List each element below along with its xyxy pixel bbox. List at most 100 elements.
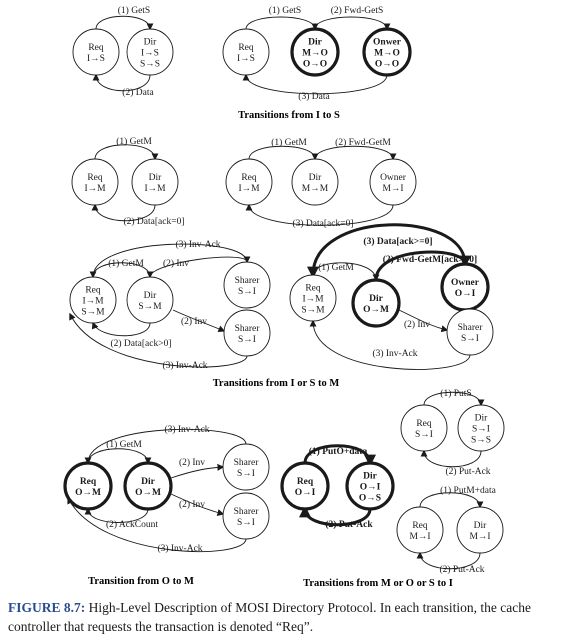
edge-inv-ack-label: (3) Inv-Ack [372,348,417,359]
edge-gets-label: (1) GetS [118,5,150,16]
node-req-circle [400,404,448,452]
node-dir-line-0: Dir [149,173,163,183]
edge-inv-label: (2) Inv [404,319,430,330]
edge-data-label: (2) Data [122,87,154,98]
node-req-line-0: Req [305,284,321,294]
node-sharer1-circle [223,261,271,309]
edge-puts-label: (1) PutS [440,388,471,399]
edge-fwd-getm-arrow [314,145,397,161]
node-dir-circle [457,404,505,452]
edge-getm-label: (1) GetM [318,262,354,273]
edge-puto-label: (1) PutO+data [309,446,368,457]
node-dir-line-0: Dir [144,38,158,48]
node-dir-line-1: O→M [363,305,389,315]
edge-getm-arrow [87,448,152,465]
node-owner-line-0: Onwer [373,38,402,48]
node-req-line-0: Req [297,477,314,487]
node-req-line-2: S→M [81,308,105,318]
edge-inv-ack1-arrow [89,243,248,279]
edge-put-ack-arrow [416,551,481,570]
node-dir-line-0: Dir [363,472,378,482]
edge-inv1-label: (2) Inv [163,258,189,269]
node-req-circle [225,158,273,206]
edge-puts-arrow [423,391,485,407]
node-dir-line-0: Dir [369,294,384,304]
node-dir-circle [291,158,339,206]
node-dir-line-0: Dir [475,414,489,424]
node-sharer2-line-1: S→I [238,335,256,345]
node-sharer1-line-0: Sharer [234,458,260,468]
edge-inv-ack1-label: (3) Inv-Ack [175,239,220,250]
panel-i-to-s-b: (1) GetS(2) Fwd-GetS(3) DataReqI→SDirM→O… [222,5,412,102]
node-sharer1-line-1: S→I [237,469,255,479]
node-req-line-2: S→M [301,306,325,316]
node-req-circle [280,461,330,511]
node-req-line-1: I→M [302,295,324,305]
edge-putm-arrow [419,492,484,509]
edge-data-arrow [91,321,151,337]
node-req-line-1: I→M [84,184,106,194]
node-req-line-0: Req [85,286,101,296]
node-dir-line-0: Dir [309,173,323,183]
edge-inv2-arrow [172,309,226,333]
edge-getm-arrow [248,145,319,161]
node-sharer-line-0: Sharer [458,323,484,333]
node-owner-line-1: M→I [382,184,403,194]
node-owner-line-1: M→O [374,49,400,59]
edge-put-ack-label: (2) Put-Ack [325,519,373,530]
edge-data-arrow [245,203,394,226]
node-req-line-1: M→I [409,532,430,542]
node-req-line-0: Req [87,173,103,183]
edge-getm-label: (1) GetM [108,258,144,269]
node-dir-line-1: I→S [141,49,159,59]
edge-getm-arrow [94,144,159,161]
edge-data-arrow [91,203,156,222]
edge-ackcount-arrow [84,507,149,523]
node-owner-circle [369,158,417,206]
figure-caption-label: FIGURE 8.7: [8,600,86,615]
edge-gets-label: (1) GetS [269,5,301,16]
node-dir-line-0: Dir [144,291,158,301]
node-sharer2-line-0: Sharer [234,507,260,517]
edge-inv-ack1-arrow [84,428,247,465]
edge-getm-label: (1) GetM [106,439,142,450]
node-sharer-line-1: S→I [461,334,479,344]
node-dir-line-0: Dir [474,521,488,531]
edge-data-arrow [307,223,467,279]
edge-fwd-gets-label: (2) Fwd-GetS [331,5,384,16]
node-dir-line-1: O→M [135,488,161,498]
node-req-line-0: Req [80,477,97,487]
edge-inv2-label: (2) Inv [179,499,205,510]
edge-data-arrow [92,73,151,92]
node-req-line-0: Req [416,419,432,429]
node-req-line-1: I→M [238,184,260,194]
node-dir-line-1: M→I [469,532,490,542]
node-dir-line-2: O→S [359,494,381,504]
edge-inv2-arrow [170,493,225,516]
node-req-circle [63,461,113,511]
edge-putm-label: (1) PutM+data [440,485,497,496]
edge-fwd-getm-arrow [374,250,471,281]
node-dir-circle [351,278,401,328]
node-req-line-0: Req [88,43,104,53]
panel-i-or-s-to-m-b: (1) GetM(2) Fwd-GetM(3) Data[ack=0]ReqI→… [225,137,417,229]
edge-fwd-gets-arrow [314,16,391,31]
figure-caption-text: High-Level Description of MOSI Directory… [8,600,531,634]
